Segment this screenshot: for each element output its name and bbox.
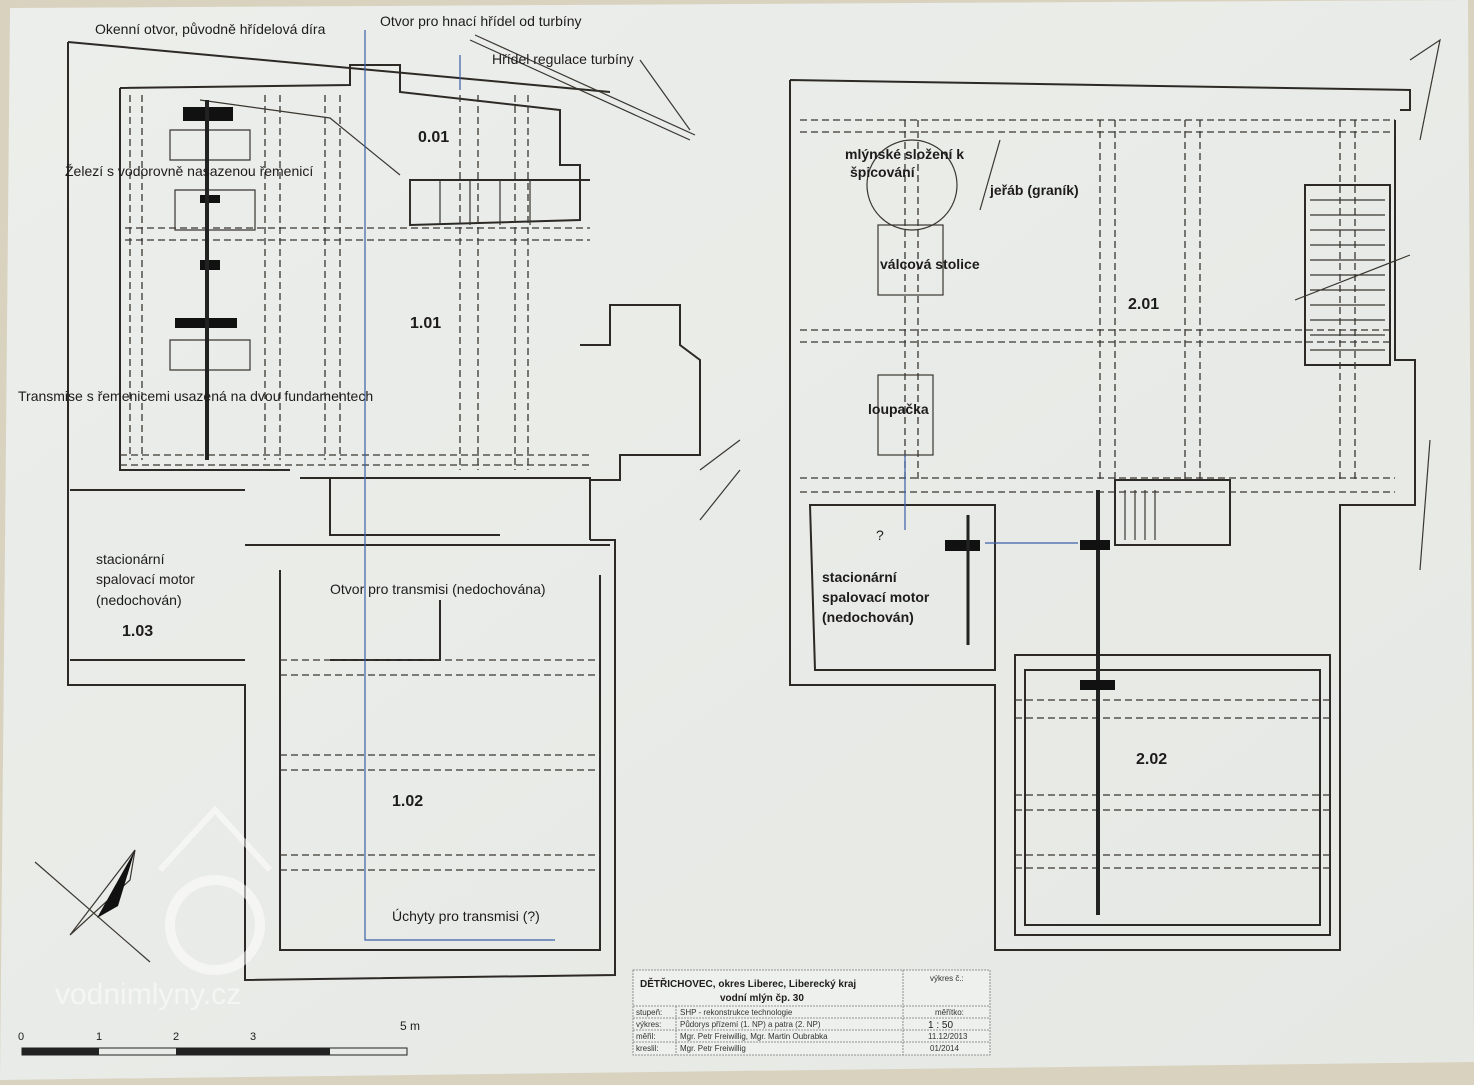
room-2-01: 2.01 xyxy=(1128,296,1159,313)
room-1-03: 1.03 xyxy=(122,623,153,640)
scale-tick-2: 2 xyxy=(173,1031,179,1043)
row-value: Mgr. Petr Freiwillig xyxy=(680,1044,746,1053)
scale-tick-0: 0 xyxy=(18,1031,24,1043)
label-mill-assembly-1: mlýnské složení k xyxy=(845,146,964,162)
label-engine-right-1: stacionární xyxy=(822,569,898,585)
label-engine-left-3: (nedochován) xyxy=(96,592,182,608)
label-iron-pulley: Železí s vodorovně nasazenou řemenicí xyxy=(65,163,313,179)
title-block: DĚTŘICHOVEC, okres Liberec, Liberecký kr… xyxy=(632,969,991,1056)
room-0-01: 0.01 xyxy=(418,129,449,146)
label-engine-left-1: stacionární xyxy=(96,551,165,567)
row-value: SHP - rekonstrukce technologie xyxy=(680,1008,793,1017)
scale-bar: 0 1 2 3 5 m xyxy=(18,1019,420,1056)
scale-tick-1: 1 xyxy=(96,1031,102,1043)
room-1-02: 1.02 xyxy=(392,793,423,810)
label-huller: loupačka xyxy=(868,401,929,417)
label-mill-assembly-2: špicování xyxy=(850,164,916,180)
row-date: 01/2014 xyxy=(930,1044,959,1053)
room-1-01: 1.01 xyxy=(410,315,441,332)
scale-tick-5m: 5 m xyxy=(400,1019,420,1033)
title-block-title: DĚTŘICHOVEC, okres Liberec, Liberecký kr… xyxy=(640,977,856,990)
label-roller-mill: válcová stolice xyxy=(880,256,980,272)
row-key: kreslil: xyxy=(636,1044,659,1053)
row-date: 11.12/2013 xyxy=(928,1032,968,1041)
room-2-02: 2.02 xyxy=(1136,751,1167,768)
annotations: Okenní otvor, původně hřídelová díra Otv… xyxy=(18,13,1167,924)
label-engine-left-2: spalovací motor xyxy=(96,571,195,587)
title-block-subtitle: vodní mlýn čp. 30 xyxy=(720,993,804,1004)
label-window-opening: Okenní otvor, původně hřídelová díra xyxy=(95,21,326,37)
watermark-logo: vodnimlyny.cz xyxy=(55,805,273,1011)
ground-floor-plan xyxy=(34,30,741,982)
label-turbine-regulation-shaft: Hřídel regulace turbíny xyxy=(492,51,634,67)
row-key: výkres: xyxy=(636,1020,661,1029)
upper-floor-plan xyxy=(789,38,1441,951)
label-transmission: Transmise s řemenicemi usazená na dvou f… xyxy=(18,388,373,404)
scale-tick-3: 3 xyxy=(250,1031,256,1043)
watermark-text: vodnimlyny.cz xyxy=(55,978,241,1011)
label-crane: jeřáb (graník) xyxy=(989,182,1079,198)
label-engine-right-3: (nedochován) xyxy=(822,609,914,625)
label-transmission-mounts: Úchyty pro transmisi (?) xyxy=(392,908,540,924)
label-question: ? xyxy=(876,527,884,543)
row-value: Mgr. Petr Freiwillig, Mgr. Martin Oubrab… xyxy=(680,1032,828,1041)
row-key: stupeň: xyxy=(636,1008,662,1017)
title-block-scale: 1 : 50 xyxy=(928,1020,953,1031)
title-block-scale-label: měřítko: xyxy=(935,1008,964,1017)
row-key: měřil: xyxy=(636,1032,656,1041)
title-block-drawing-no: výkres č.: xyxy=(930,974,964,983)
label-turbine-shaft-opening: Otvor pro hnací hřídel od turbíny xyxy=(380,13,582,29)
label-engine-right-2: spalovací motor xyxy=(822,589,930,605)
row-value: Půdorys přízemí (1. NP) a patra (2. NP) xyxy=(680,1020,821,1029)
label-transmission-opening: Otvor pro transmisi (nedochována) xyxy=(330,581,546,597)
